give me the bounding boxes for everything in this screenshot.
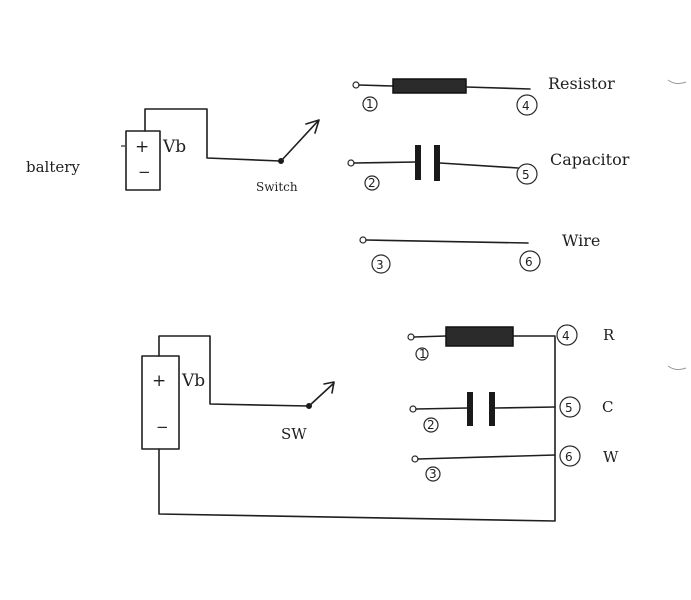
top-terminal-2-circle [364, 175, 380, 191]
bottom-switch-label: SW [281, 425, 307, 443]
top-switch-arrow [305, 119, 320, 134]
top-terminal-open [352, 81, 360, 89]
bottom-terminal-3: 3 [429, 467, 437, 481]
top-terminal-5: 5 [522, 168, 530, 182]
top-capacitor-lead-right [439, 162, 519, 169]
top-battery [125, 130, 161, 191]
top-resistor-label: Resistor [548, 74, 615, 93]
bottom-terminal-6-circle [559, 445, 581, 467]
bottom-terminal-open [409, 405, 417, 413]
bottom-resistor-label: R [603, 326, 615, 344]
top-battery-label: baltery [26, 158, 80, 176]
bottom-terminal-2: 2 [427, 418, 435, 432]
bottom-terminal-5-circle [559, 396, 581, 418]
top-terminal-3-circle [371, 254, 391, 274]
top-switch-label: Switch [256, 180, 298, 194]
top-resistor-lead-left [358, 84, 394, 87]
top-wire-line [365, 239, 529, 244]
bottom-switch-arrow [323, 381, 335, 394]
bottom-terminal-open [407, 333, 415, 341]
bottom-battery-minus: − [156, 418, 169, 436]
top-terminal-1: 1 [366, 97, 374, 111]
top-capacitor-plate-right [434, 145, 440, 181]
bottom-resistor-body [445, 326, 514, 347]
bottom-capacitor-lead-left [415, 407, 469, 410]
edge-mark [667, 79, 687, 85]
top-terminal-3: 3 [376, 258, 384, 272]
bottom-terminal-2-circle [423, 417, 439, 433]
top-resistor-lead-right [465, 86, 531, 90]
bottom-battery [141, 355, 180, 450]
top-switch-lever [280, 120, 319, 162]
top-battery-minus: − [138, 163, 151, 181]
top-battery-wire [144, 108, 281, 162]
bottom-terminal-open [411, 455, 419, 463]
edge-mark [667, 365, 687, 371]
top-capacitor-plate-left [415, 145, 421, 180]
bottom-wire-line [417, 454, 556, 460]
top-diagram: + − Vb baltery Switch 1 4 Resistor 2 5 C… [26, 74, 630, 274]
bottom-terminal-1: 1 [419, 347, 427, 361]
top-terminal-6-circle [519, 250, 541, 272]
bottom-voltage-label: Vb [181, 371, 205, 391]
top-battery-plus: + [135, 137, 149, 157]
bottom-capacitor-plate-left [467, 392, 473, 426]
bottom-resistor-lead-left [413, 335, 447, 338]
top-resistor-body [392, 78, 467, 94]
top-capacitor-label: Capacitor [550, 150, 630, 169]
bottom-capacitor-lead-right [494, 406, 556, 409]
top-terminal-4: 4 [522, 99, 530, 113]
bottom-terminal-4: 4 [562, 329, 570, 343]
top-voltage-label: Vb [162, 137, 186, 157]
top-terminal-2: 2 [368, 176, 376, 190]
bottom-terminal-5: 5 [565, 401, 573, 415]
bottom-terminal-4-circle [556, 324, 578, 346]
bottom-return-wire [158, 336, 556, 522]
bottom-switch-lever [308, 382, 335, 407]
bottom-terminal-6: 6 [565, 450, 573, 464]
top-terminal-1-circle [362, 96, 378, 112]
bottom-capacitor-label: C [602, 398, 613, 416]
bottom-terminal-1-circle [415, 347, 429, 361]
bottom-wire-label: W [603, 448, 619, 466]
bottom-battery-plus: + [152, 371, 166, 391]
top-terminal-open [359, 236, 367, 244]
top-terminal-5-circle [516, 163, 538, 185]
top-terminal-6: 6 [525, 255, 533, 269]
bottom-terminal-3-circle [425, 466, 441, 482]
top-capacitor-lead-left [353, 161, 417, 164]
top-terminal-open [347, 159, 355, 167]
bottom-battery-wire [158, 335, 309, 407]
bottom-diagram: + − Vb SW 1 4 R 2 5 C [141, 324, 619, 522]
top-terminal-4-circle [516, 94, 538, 116]
bottom-capacitor-plate-right [489, 392, 495, 426]
top-wire-label: Wire [562, 231, 600, 250]
